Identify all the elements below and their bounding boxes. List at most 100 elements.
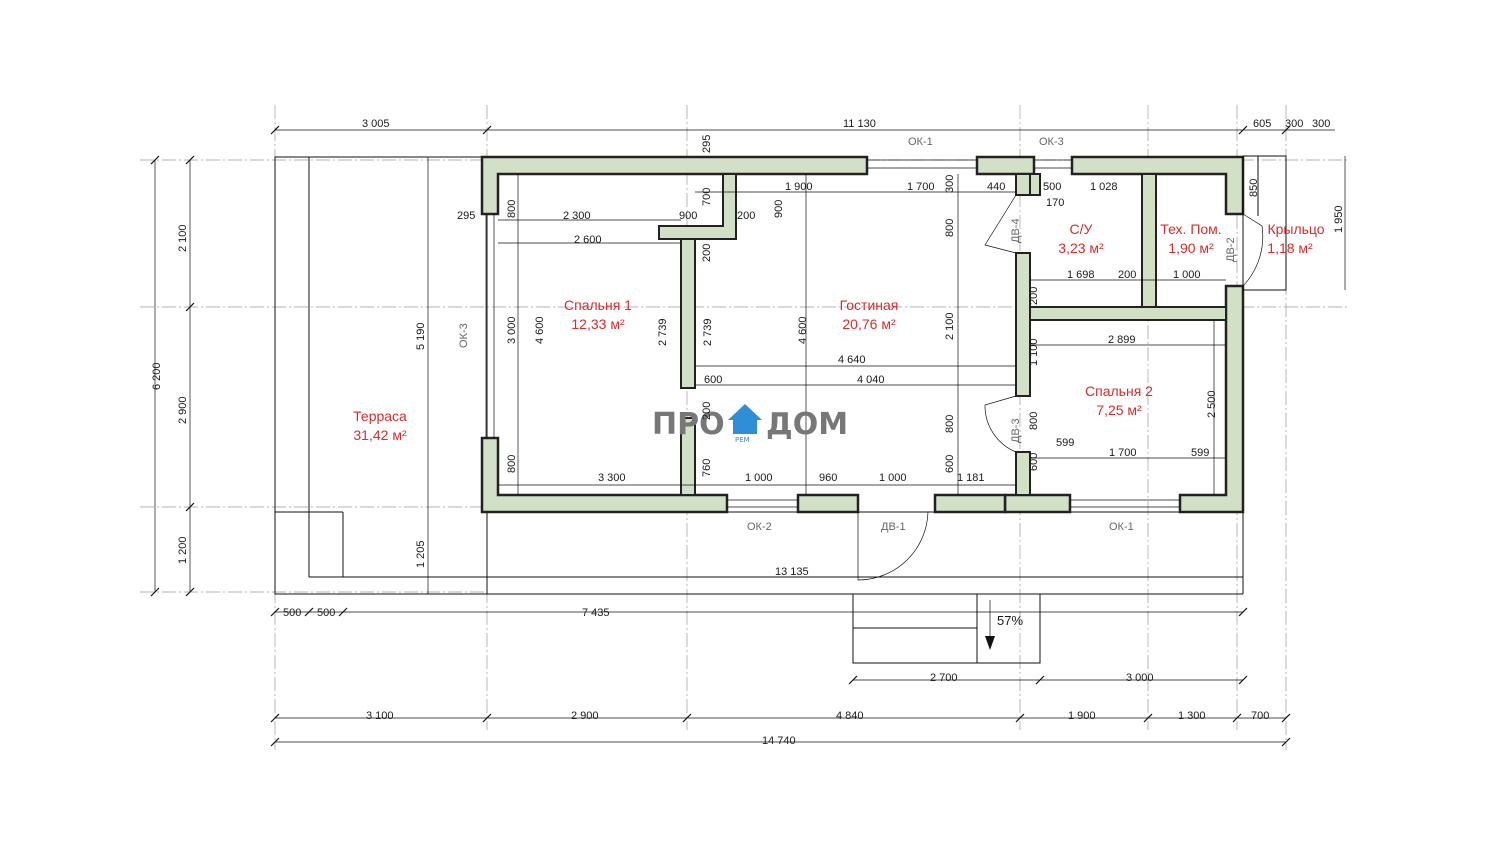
dim-top-11130: 11 130 xyxy=(843,118,876,130)
dim-599-b: 599 xyxy=(1191,447,1209,459)
dim-2300: 2 300 xyxy=(563,210,591,222)
dim-left-6200: 6 200 xyxy=(151,362,163,390)
dim-b3-3100: 3 100 xyxy=(366,710,394,722)
dim-900: 900 xyxy=(679,210,697,222)
dim-b3-700: 700 xyxy=(1251,710,1269,722)
room-area-utility: 1,90 м² xyxy=(1168,240,1214,256)
dim-800-d: 800 xyxy=(1028,412,1040,430)
opening-ok3-top: ОК-3 xyxy=(1039,136,1064,148)
porch xyxy=(852,155,1287,664)
dim-2500: 2 500 xyxy=(1206,390,1218,418)
dim-total-14740: 14 740 xyxy=(762,735,796,747)
opening-dv1: ДВ-1 xyxy=(881,521,906,533)
dim-b2-2700: 2 700 xyxy=(930,672,958,684)
opening-dv4: ДВ-4 xyxy=(1010,218,1022,243)
dim-1000-a: 1 000 xyxy=(1173,269,1201,281)
room-name-bedroom-2: Спальня 2 xyxy=(1085,383,1153,399)
dim-600-c: 600 xyxy=(1028,453,1040,471)
dim-top-3005: 3 005 xyxy=(362,118,390,130)
dim-2100: 2 100 xyxy=(944,312,956,340)
room-area-terrace: 31,42 м² xyxy=(353,427,407,443)
dim-960: 960 xyxy=(819,472,837,484)
interior-dim-text: 295 295 700 800 2 300 900 200 900 1 900 … xyxy=(457,135,1260,484)
logo-text-left: ПРО xyxy=(652,407,725,442)
dim-1000-c: 1 000 xyxy=(879,472,907,484)
dim-right-1950: 1 950 xyxy=(1333,205,1345,233)
inner-walls xyxy=(658,173,1227,496)
dim-599-a: 599 xyxy=(1056,437,1074,449)
dim-b1-500-b: 500 xyxy=(317,607,335,619)
dim-850: 850 xyxy=(1248,179,1260,197)
dim-800-c: 800 xyxy=(944,415,956,433)
opening-ok1-bottom: ОК-1 xyxy=(1109,521,1134,533)
dim-200-d: 200 xyxy=(1028,287,1040,305)
logo-subtext: РЕМ xyxy=(735,436,750,444)
dim-b3-2900: 2 900 xyxy=(571,710,599,722)
dim-terrace-5190: 5 190 xyxy=(415,322,427,350)
dim-terrace-1205: 1 205 xyxy=(415,540,427,568)
dim-b3-4840: 4 840 xyxy=(836,710,864,722)
dim-2899: 2 899 xyxy=(1108,334,1136,346)
dim-3300: 3 300 xyxy=(598,472,626,484)
dim-600-b: 600 xyxy=(944,455,956,473)
dim-ticks xyxy=(150,125,1291,747)
dim-top-605: 605 xyxy=(1253,118,1271,130)
room-area-bedroom-2: 7,25 м² xyxy=(1096,402,1142,418)
room-name-terrace: Терраса xyxy=(353,408,407,424)
dim-900-v: 900 xyxy=(773,200,785,218)
dim-top-300-b: 300 xyxy=(1312,118,1330,130)
dim-500: 500 xyxy=(1043,181,1061,193)
logo-text-right: ДОМ xyxy=(766,407,848,442)
dim-600-a: 600 xyxy=(704,374,722,386)
opening-codes: ОК-1 ОК-3 ОК-3 ОК-2 ОК-1 ДВ-1 ДВ-2 ДВ-3 … xyxy=(458,136,1237,628)
dim-4040: 4 040 xyxy=(857,374,885,386)
dim-200-b: 200 xyxy=(701,244,713,262)
opening-dv2: ДВ-2 xyxy=(1225,237,1237,262)
room-area-living-room: 20,76 м² xyxy=(842,316,896,332)
dim-295-top: 295 xyxy=(701,135,713,153)
exterior-dim-text: 3 005 11 130 605 300 300 6 200 2 100 2 9… xyxy=(151,118,1345,747)
dim-3000: 3 000 xyxy=(506,316,518,344)
dim-1900: 1 900 xyxy=(785,181,813,193)
dim-left-2900: 2 900 xyxy=(177,396,189,424)
dim-4640: 4 640 xyxy=(838,354,866,366)
dim-top-300-a: 300 xyxy=(1285,118,1303,130)
dim-13135: 13 135 xyxy=(775,566,809,578)
doors xyxy=(857,194,1264,581)
room-area-bathroom: 3,23 м² xyxy=(1058,240,1104,256)
dim-700: 700 xyxy=(701,188,713,206)
dim-1000-b: 1 000 xyxy=(745,472,773,484)
dim-440: 440 xyxy=(987,181,1005,193)
slope-label: 57% xyxy=(997,613,1023,628)
windows xyxy=(485,159,1180,508)
dim-200-e: 200 xyxy=(701,402,713,420)
dim-b3-1900: 1 900 xyxy=(1068,710,1096,722)
room-area-porch: 1,18 м² xyxy=(1267,240,1313,256)
opening-ok1-top: ОК-1 xyxy=(908,136,933,148)
dim-left-2100: 2 100 xyxy=(177,224,189,252)
room-area-bedroom-1: 12,33 м² xyxy=(571,316,625,332)
dim-760: 760 xyxy=(701,459,713,477)
dim-2739-b: 2 739 xyxy=(702,318,714,346)
dim-295-left: 295 xyxy=(457,210,475,222)
dim-b2-3000: 3 000 xyxy=(1126,672,1154,684)
dim-800-e: 800 xyxy=(506,455,518,473)
dim-2739-a: 2 739 xyxy=(657,318,669,346)
dim-800-a: 800 xyxy=(506,200,518,218)
logo: ПРО ДОМ РЕМ xyxy=(652,404,848,444)
room-name-bathroom: С/У xyxy=(1070,221,1093,237)
dim-b1-500-a: 500 xyxy=(283,607,301,619)
dim-1100: 1 100 xyxy=(1028,338,1040,366)
dim-300: 300 xyxy=(944,175,956,193)
dim-1181: 1 181 xyxy=(957,472,985,484)
dim-4600-a: 4 600 xyxy=(534,316,546,344)
opening-ok2-bottom: ОК-2 xyxy=(747,521,772,533)
room-name-utility: Тех. Пом. xyxy=(1160,221,1221,237)
dim-1028: 1 028 xyxy=(1090,181,1118,193)
dim-800-b: 800 xyxy=(944,219,956,237)
opening-dv3: ДВ-3 xyxy=(1010,418,1022,443)
dim-4600-b: 4 600 xyxy=(797,316,809,344)
dim-200-a: 200 xyxy=(737,210,755,222)
dim-b3-1300: 1 300 xyxy=(1178,710,1206,722)
